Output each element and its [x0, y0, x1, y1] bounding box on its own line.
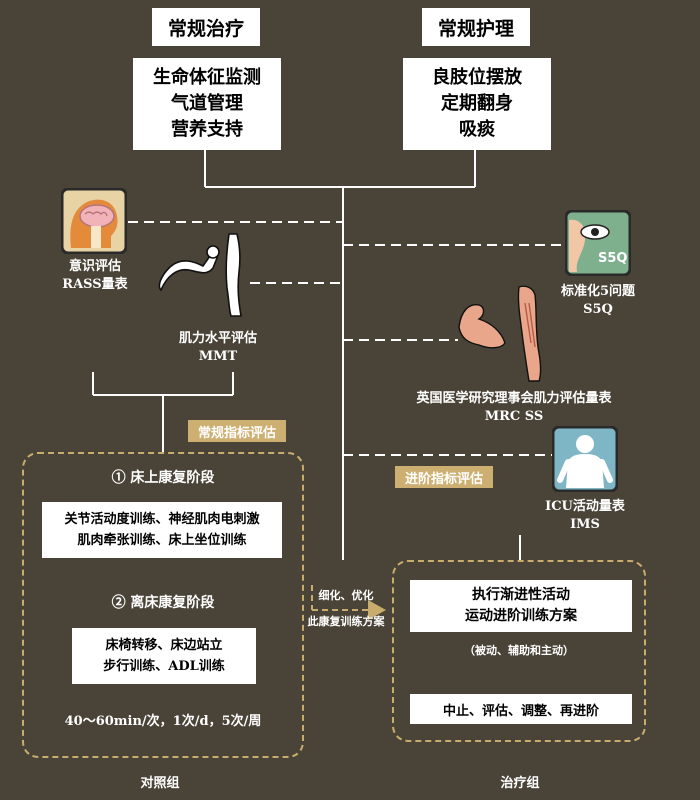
muscle-anatomy-icon — [458, 285, 542, 382]
muscle-arm-leg-icon — [158, 233, 242, 317]
routine-nursing-title: 常规护理 — [422, 8, 530, 46]
stage1-title: ① 床上康复阶段 — [111, 470, 215, 486]
mmt-label: 肌力水平评估 MMT — [178, 331, 257, 364]
eye-face-icon: S5Q — [565, 210, 631, 276]
s5q-label: 标准化5问题 S5Q — [560, 284, 636, 317]
control-group-panel — [22, 452, 304, 758]
routine-treatment-title: 常规治疗 — [152, 8, 260, 46]
s5q-badge: S5Q — [598, 251, 627, 266]
control-group-label: 对照组 — [140, 776, 180, 791]
routine-treatment-items: 生命体征监测 气道管理 营养支持 — [133, 58, 281, 150]
treatment-plan-box: 执行渐进性活动 运动进阶训练方案 — [410, 580, 632, 632]
stage1-box: 关节活动度训练、神经肌肉电刺激 肌肉牵张训练、床上坐位训练 — [42, 502, 282, 558]
frequency-text: 40～60min/次，1次/d，5次/周 — [64, 714, 262, 729]
rass-label: 意识评估 RASS量表 — [62, 259, 128, 292]
routine-assessment-tag: 常规指标评估 — [188, 420, 286, 442]
mrc-label: 英国医学研究理事会肌力评估量表 MRC SS — [416, 391, 612, 424]
stage2-box: 床椅转移、床边站立 步行训练、ADL训练 — [72, 628, 256, 684]
treatment-group-label: 治疗组 — [500, 776, 540, 791]
training-modes: （被动、辅助和主动） — [464, 644, 574, 657]
advanced-assessment-tag: 进阶指标评估 — [395, 466, 493, 488]
routine-nursing-items: 良肢位摆放 定期翻身 吸痰 — [403, 58, 551, 150]
person-icon — [552, 426, 618, 492]
treatment-actions-box: 中止、评估、调整、再进阶 — [410, 694, 632, 724]
stage2-title: ② 离床康复阶段 — [111, 595, 215, 611]
arrow-text: 细化、优化 此康复训练方案 — [307, 589, 385, 628]
brain-head-icon — [61, 188, 127, 254]
treatment-group-panel — [392, 560, 646, 742]
ims-label: ICU活动量表 IMS — [545, 499, 625, 532]
